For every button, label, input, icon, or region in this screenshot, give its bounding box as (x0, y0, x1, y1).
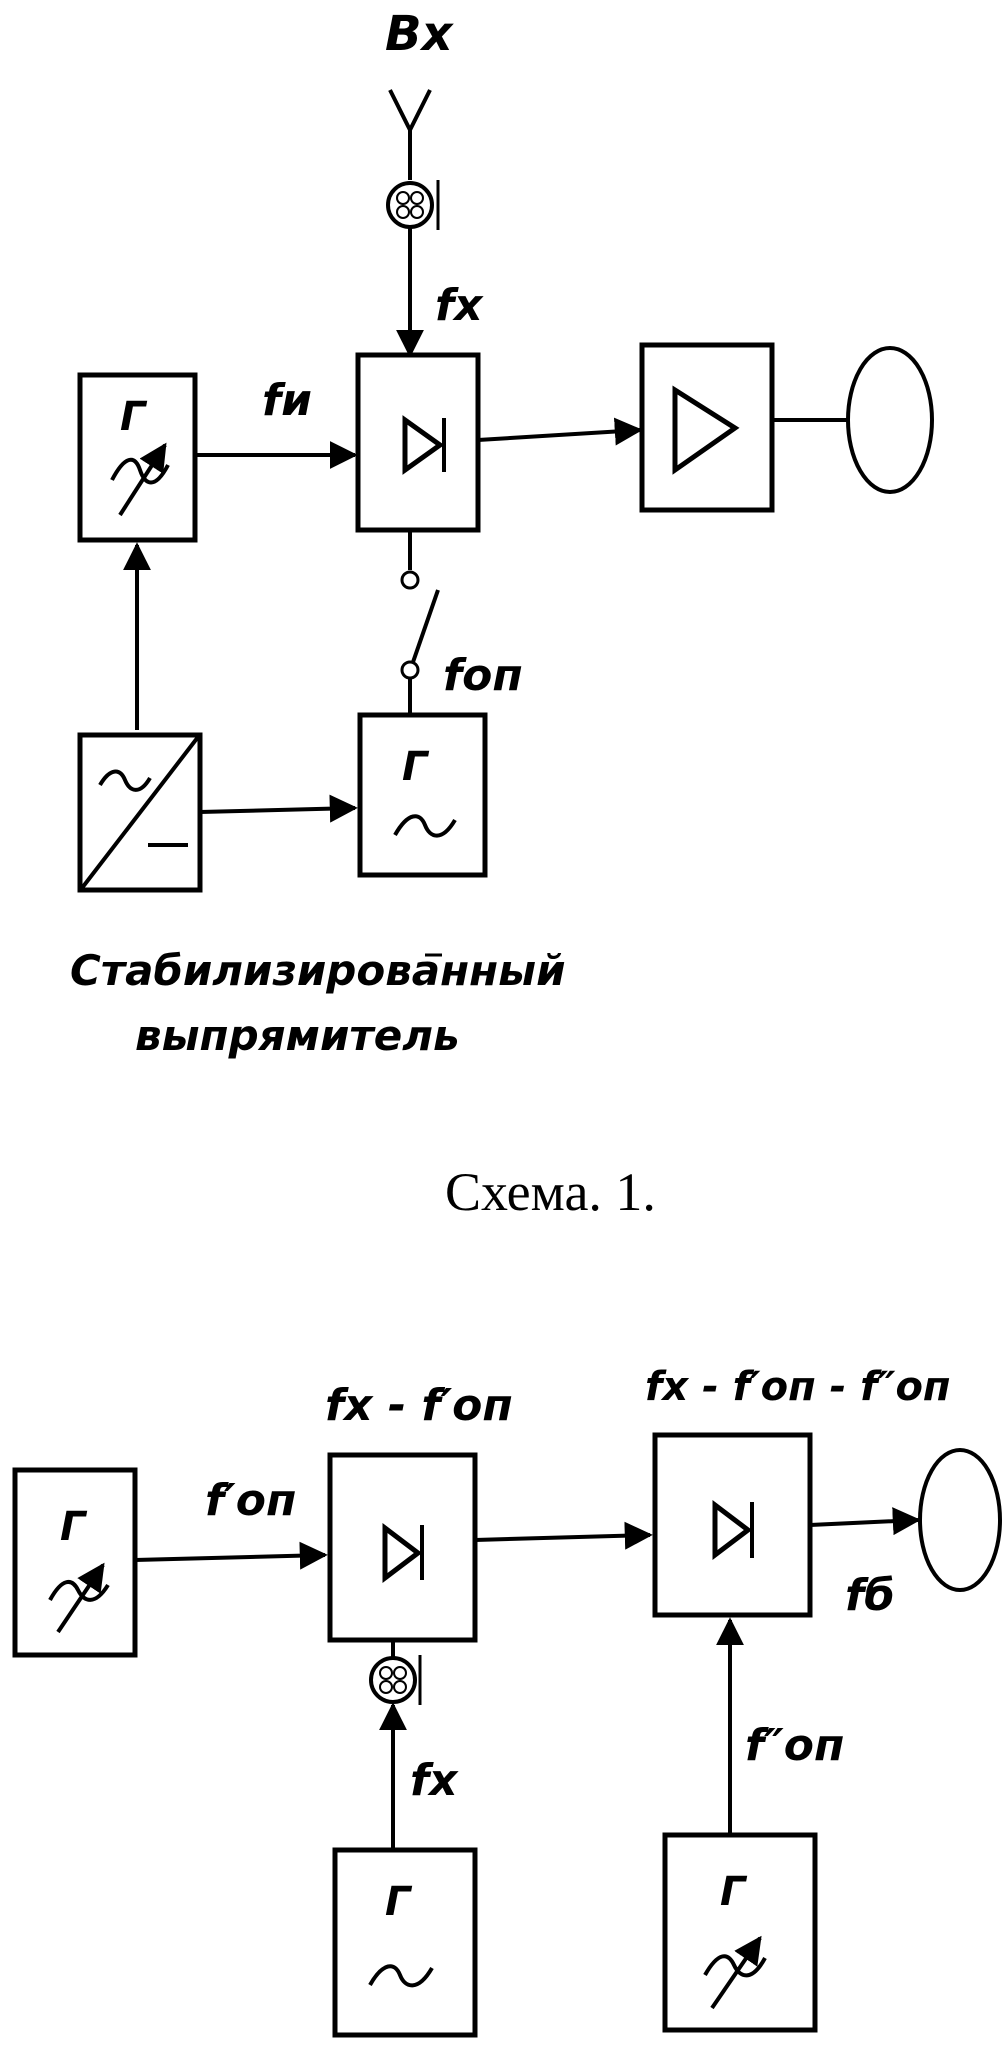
amplifier-block (639, 342, 775, 513)
measured-generator-block (332, 1847, 478, 2038)
heterodyne-generator-2-block (662, 1832, 818, 2033)
scheme-1-caption: Схема. 1. (445, 1162, 656, 1222)
tunable-generator-icon (703, 1935, 767, 2010)
antenna-icon (388, 89, 432, 180)
sine-wave-icon (393, 814, 457, 838)
label-fop: fоп (443, 650, 523, 701)
quartz-filter-icon (369, 1655, 422, 1705)
scheme-2: Г f′оп fx - f′оп fx - f′оп - f″оп fб (12, 1364, 1002, 2038)
diode-icon (402, 415, 446, 475)
label-fop1: f′оп (205, 1475, 296, 1526)
indicator-circle-icon (918, 1448, 1002, 1592)
generator-letter: Г (60, 1504, 88, 1550)
generator-letter: Г (402, 744, 430, 790)
antenna-label: Вх (385, 6, 455, 62)
scheme-1: Вх fx Г fи (70, 6, 934, 1222)
rectifier-caption-line2: выпрямитель (135, 1011, 460, 1060)
tunable-generator-icon (48, 1562, 110, 1634)
indicator-circle-icon (846, 346, 934, 494)
mixer-2-block (652, 1432, 813, 1618)
reference-generator-block (357, 712, 488, 878)
mixer-block (355, 352, 481, 533)
amplifier-triangle-icon (672, 385, 740, 475)
generator-letter: Г (385, 1879, 413, 1925)
label-fb: fб (845, 1570, 895, 1621)
tunable-generator-icon (110, 442, 170, 517)
label-fop2: f″оп (745, 1720, 844, 1771)
rectifier-caption-line1: Стабилизированный (70, 946, 566, 995)
sine-wave-icon (368, 1964, 434, 1988)
label-fi: fи (262, 375, 312, 426)
label-fx: fx (435, 280, 484, 331)
switch-icon[interactable] (400, 530, 440, 715)
mixer-1-block (327, 1452, 478, 1643)
diode-icon (382, 1522, 424, 1584)
quartz-filter-icon (386, 180, 440, 230)
diode-icon (712, 1499, 754, 1561)
ac-dc-rectifier-icon (80, 735, 200, 890)
label-mixer2-out: fx - f′оп - f″оп (645, 1364, 951, 1410)
label-fx: fx (410, 1755, 459, 1806)
heterodyne-generator-1-block (12, 1467, 138, 1658)
label-mixer1-out: fx - f′оп (325, 1380, 513, 1431)
generator-letter: Г (720, 1869, 748, 1915)
generator-letter: Г (120, 394, 148, 440)
tunable-generator-block (77, 372, 198, 543)
